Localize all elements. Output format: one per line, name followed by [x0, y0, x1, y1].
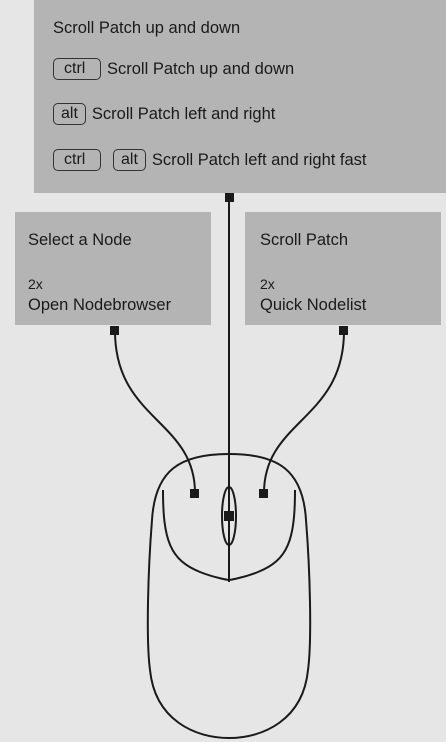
- scroll-wheel-panel: Scroll Patch up and down ctrl Scroll Pat…: [34, 0, 446, 193]
- scroll-row-ctrl-alt: ctrl alt Scroll Patch left and right fas…: [53, 149, 367, 171]
- scroll-wire-wheel-endpoint: [224, 511, 234, 521]
- scroll-row-ctrl: ctrl Scroll Patch up and down: [53, 58, 294, 80]
- right-button-double-action: Quick Nodelist: [260, 296, 367, 314]
- right-button-action: Scroll Patch: [260, 231, 349, 249]
- scroll-panel-title: Scroll Patch up and down: [53, 19, 241, 37]
- left-wire-mouse-endpoint: [190, 489, 199, 498]
- scroll-row-ctrl-label: Scroll Patch up and down: [107, 59, 295, 78]
- scroll-row-alt: alt Scroll Patch left and right: [53, 103, 275, 125]
- left-button-action: Select a Node: [28, 231, 132, 249]
- right-wire-mouse-endpoint: [259, 489, 268, 498]
- right-wire-top-endpoint: [339, 326, 348, 335]
- ctrl-key: ctrl: [53, 58, 101, 80]
- ctrl-key: ctrl: [53, 149, 101, 171]
- right-button-panel: Scroll Patch 2x Quick Nodelist: [245, 212, 441, 325]
- alt-key: alt: [113, 149, 146, 171]
- scroll-wire-top-endpoint: [225, 193, 234, 202]
- mouse-body-outline: [146, 452, 312, 740]
- alt-key: alt: [53, 103, 86, 125]
- left-button-multiplier: 2x: [28, 276, 43, 292]
- scroll-row-alt-label: Scroll Patch left and right: [91, 104, 276, 123]
- right-button-multiplier: 2x: [260, 276, 275, 292]
- left-button-double-action: Open Nodebrowser: [28, 296, 172, 314]
- scroll-row-ctrl-alt-label: Scroll Patch left and right fast: [151, 150, 367, 169]
- right-button-wire: [263, 330, 345, 494]
- left-button-wire: [114, 330, 196, 494]
- left-wire-top-endpoint: [110, 326, 119, 335]
- left-button-panel: Select a Node 2x Open Nodebrowser: [15, 212, 211, 325]
